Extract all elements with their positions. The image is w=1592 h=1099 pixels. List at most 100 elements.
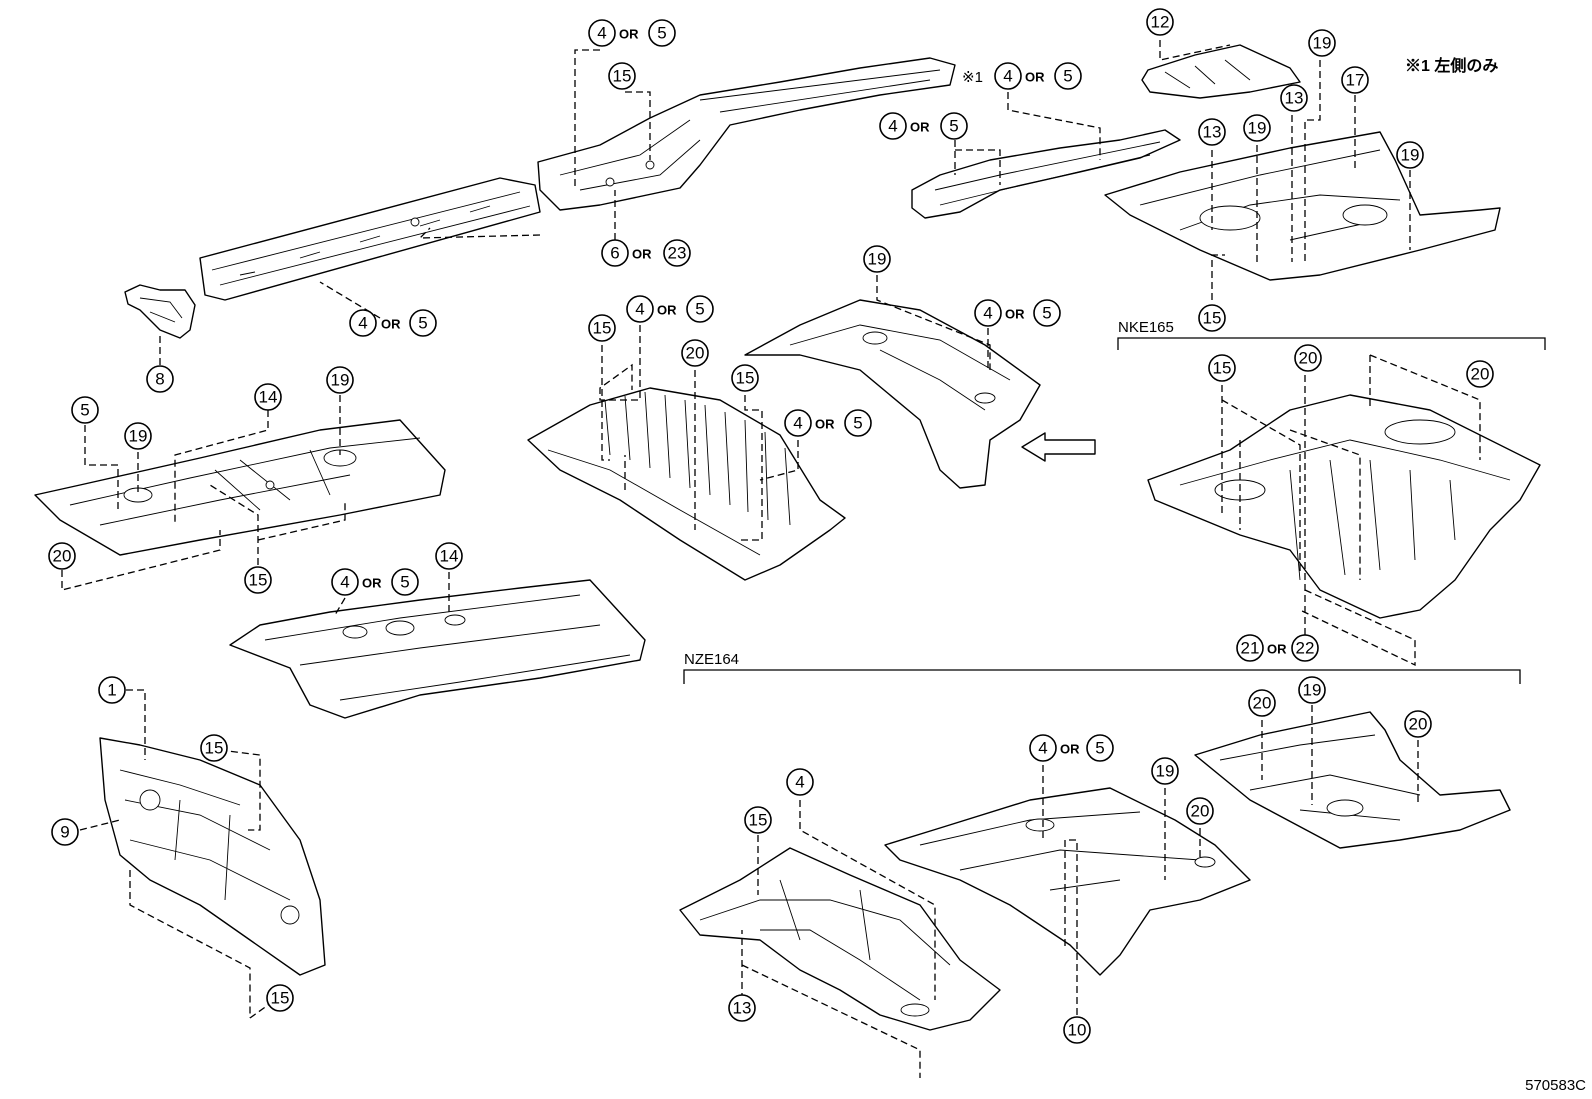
svg-text:19: 19 [1248,119,1267,138]
callout-10: 10 [1063,1016,1091,1044]
svg-text:15: 15 [736,369,755,388]
svg-text:6: 6 [610,244,619,263]
callout-15-left: 15 [244,566,272,594]
callout-15-nke165: 15 [1208,354,1236,382]
svg-text:5: 5 [1042,304,1051,323]
svg-text:13: 13 [1285,89,1304,108]
svg-text:4: 4 [597,24,606,43]
callout-19-nze164-b: 19 [1298,676,1326,704]
part-nze164-rear-pan [1194,711,1511,849]
svg-text:OR: OR [619,27,639,42]
svg-text:15: 15 [271,989,290,1008]
group-label-nze164: NZE164 [684,651,739,668]
svg-text:20: 20 [1253,694,1272,713]
svg-text:20: 20 [1191,802,1210,821]
callout-4-or-5-tunnel-a: 4 OR 5 [626,295,714,323]
callout-17-nze164-c: 20 [1404,710,1432,738]
callout-6-or-23: 6 OR 23 [601,239,691,267]
callout-19-top-right: 19 [1308,29,1336,57]
svg-text:15: 15 [1213,359,1232,378]
callout-4-nze164: 4 [786,768,814,796]
callout-17-nze164-b: 20 [1248,689,1276,717]
callout-4-or-5-nze164: 4 OR 5 [1029,734,1114,762]
svg-text:4: 4 [1038,739,1047,758]
svg-text:13: 13 [733,999,752,1018]
callout-14-left: 14 [254,383,282,411]
direction-arrow [1021,432,1096,462]
part-right-rail [911,129,1181,219]
part-nze164-rear-floor [884,787,1251,976]
part-rear-crossmember [744,299,1041,489]
svg-text:19: 19 [1156,762,1175,781]
callout-15-dash-b: 15 [266,984,294,1012]
callout-15-tunnel-a: 15 [588,314,616,342]
svg-text:22: 22 [1296,639,1315,658]
svg-text:15: 15 [205,739,224,758]
svg-text:19: 19 [331,371,350,390]
svg-text:10: 10 [1068,1021,1087,1040]
svg-text:12: 12 [1151,13,1170,32]
part-front-floor-left [34,419,446,556]
svg-text:19: 19 [1303,681,1322,700]
callout-19-crossmember: 19 [863,245,891,273]
callout-13-upper-b: 13 [1198,118,1226,146]
svg-text:4: 4 [635,300,644,319]
callout-16: 17 [1341,66,1369,94]
svg-text:4: 4 [358,314,367,333]
callout-19-nze164-a: 19 [1151,757,1179,785]
svg-text:21: 21 [1241,639,1260,658]
part-12-panel [1141,44,1301,99]
note-left-side-only: ※1 左側のみ [1405,56,1498,75]
svg-text:OR: OR [910,120,930,135]
svg-text:20: 20 [53,547,72,566]
svg-text:15: 15 [593,319,612,338]
svg-text:4: 4 [793,414,802,433]
svg-text:17: 17 [1346,71,1365,90]
svg-text:20: 20 [1471,365,1490,384]
callout-8: 8 [146,365,174,393]
part-rear-floor-upper [1104,131,1501,281]
callout-15-upper: 15 [1198,304,1226,332]
callout-15-dash-a: 15 [200,734,228,762]
svg-text:5: 5 [418,314,427,333]
callout-4-or-5-tunnel-b: 4 OR 5 [784,409,872,437]
callout-5-left: 5 [71,396,99,424]
svg-text:14: 14 [259,388,278,407]
svg-text:1: 1 [107,681,116,700]
callout-19-left-b: 19 [326,366,354,394]
part-nze164-front-floor [679,847,1001,1031]
svg-text:4: 4 [983,304,992,323]
callout-4-or-5-rail: 4 OR 5 [349,309,437,337]
svg-text:OR: OR [632,247,652,262]
callout-15-tunnel-b: 15 [731,364,759,392]
svg-text:5: 5 [1095,739,1104,758]
svg-text:OR: OR [362,576,382,591]
callout-20: 15 [608,62,636,90]
callout-15-nze164: 15 [744,806,772,834]
callout-4-or-5-right-rail: 4 OR 5 [879,112,968,140]
part-nke165-rear-floor [1147,394,1541,619]
svg-text:20: 20 [1299,349,1318,368]
svg-text:5: 5 [657,24,666,43]
svg-text:4: 4 [888,117,897,136]
part-dash-panel [99,737,326,976]
svg-text:OR: OR [381,317,401,332]
callout-14-front-floor: 14 [435,542,463,570]
callout-4-or-5-top: 4 OR 5 [588,19,676,47]
group-bracket-nke165: NKE165 [1117,319,1546,350]
svg-text:OR: OR [1025,70,1045,85]
svg-text:23: 23 [668,244,687,263]
svg-text:14: 14 [440,547,459,566]
svg-text:19: 19 [1401,146,1420,165]
svg-text:5: 5 [1063,67,1072,86]
callout-19-upper-b: 19 [1243,114,1271,142]
group-label-nke165: NKE165 [1118,319,1174,336]
diagram-code: 570583C [1525,1077,1586,1094]
callout-note1-4-or-5: ※1 4 OR 5 [962,62,1082,90]
svg-text:5: 5 [695,300,704,319]
part-side-rail-long [199,177,541,301]
svg-text:19: 19 [868,250,887,269]
svg-text:4: 4 [1003,67,1012,86]
svg-text:※1: ※1 [962,69,983,86]
